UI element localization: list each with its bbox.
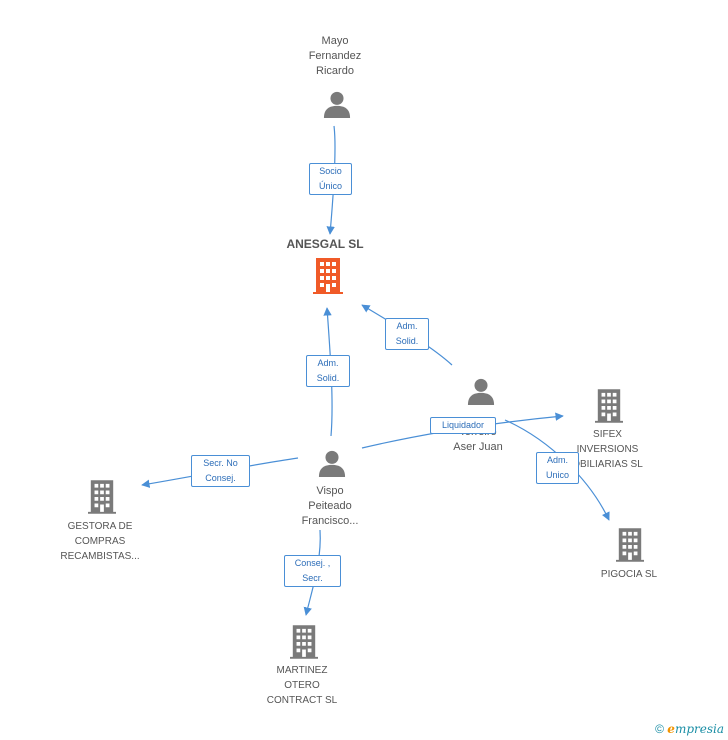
- building-icon[interactable]: [290, 625, 318, 659]
- copyright-symbol: ©: [655, 722, 664, 736]
- node-label-mayo[interactable]: Mayo Fernandez Ricardo: [308, 35, 362, 77]
- edge-label-secr-no-consej[interactable]: Secr. No Consej.: [191, 455, 250, 487]
- building-icon[interactable]: [313, 258, 343, 294]
- building-icon[interactable]: [88, 480, 116, 514]
- node-label-pigocia[interactable]: PIGOCIA SL: [600, 569, 658, 580]
- copyright-notice: © empresia: [655, 722, 724, 736]
- brand-rest: mpresia: [674, 722, 724, 736]
- edge-label-adm-solid-vispo[interactable]: Adm. Solid.: [306, 355, 350, 387]
- node-label-sifex[interactable]: SIFEX INVERSIONS OBILIARIAS SL: [572, 429, 643, 470]
- empresia-logo[interactable]: empresia: [667, 722, 724, 736]
- edge-label-adm-solid-aser[interactable]: Adm. Solid.: [385, 318, 429, 350]
- person-icon[interactable]: [323, 91, 351, 118]
- node-label-gestora[interactable]: GESTORA DE COMPRAS RECAMBISTAS...: [60, 521, 140, 562]
- node-label-martinez[interactable]: MARTINEZ OTERO CONTRACT SL: [266, 665, 338, 706]
- building-icon[interactable]: [595, 389, 623, 423]
- edge-label-socio-unico[interactable]: Socio Único: [309, 163, 352, 195]
- edge-label-liquidador[interactable]: Liquidador: [430, 417, 496, 434]
- node-label-anesgal[interactable]: ANESGAL SL: [286, 237, 364, 251]
- node-label-vispo[interactable]: Vispo Peiteado Francisco...: [301, 485, 359, 527]
- building-icon[interactable]: [616, 528, 644, 562]
- edge-label-adm-unico[interactable]: Adm. Unico: [536, 452, 579, 484]
- edge-label-consej-secr[interactable]: Consej. , Secr.: [284, 555, 341, 587]
- person-icon[interactable]: [467, 378, 495, 405]
- brand-initial: e: [667, 722, 675, 736]
- person-icon[interactable]: [318, 450, 346, 477]
